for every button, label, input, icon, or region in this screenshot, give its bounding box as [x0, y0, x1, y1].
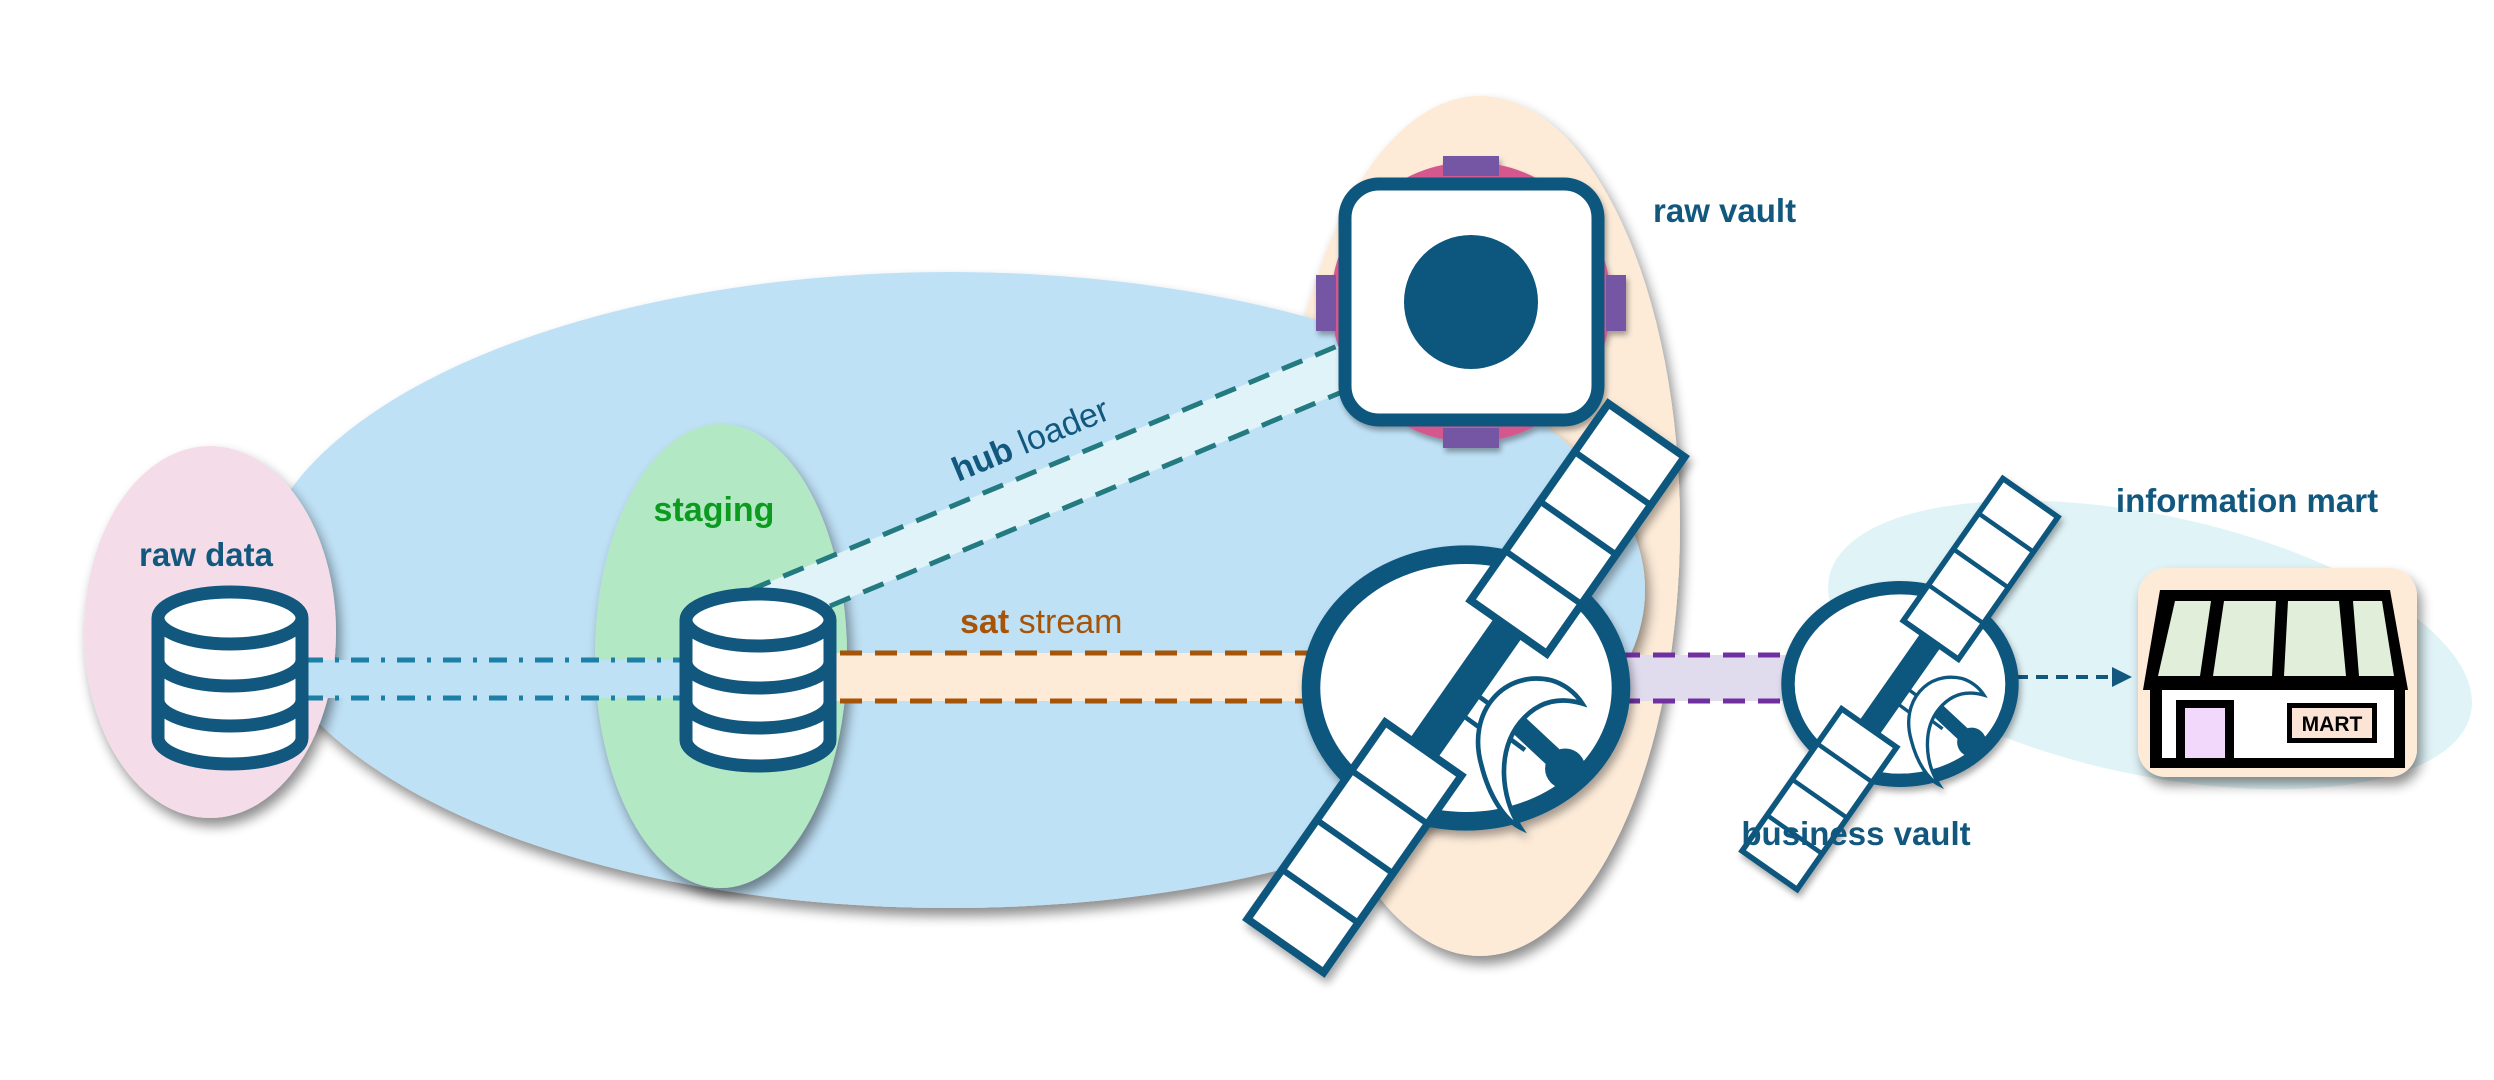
- data-warehouse-region: [255, 272, 1645, 908]
- edge-raw-to-staging: [305, 657, 685, 701]
- information-mart-label: information mart: [2116, 482, 2378, 519]
- raw-data-database-icon: [158, 592, 302, 764]
- mart-sign-text: MART: [2302, 713, 2363, 736]
- edge-hub-loader: [749, 342, 1343, 609]
- staging-database-icon: [686, 594, 830, 766]
- edge-raw-vault-to-business-vault: [1615, 652, 1795, 704]
- raw-data-label: raw data: [139, 536, 274, 573]
- storefront-icon: MART: [2138, 568, 2417, 777]
- business-vault-label: business vault: [1741, 815, 1970, 852]
- hub-icon: [1316, 156, 1626, 448]
- raw-vault-label: raw vault: [1653, 192, 1796, 229]
- staging-label: staging: [654, 491, 775, 529]
- edge-sat-stream: [835, 650, 1315, 704]
- sat-stream-label: sat stream: [960, 603, 1123, 641]
